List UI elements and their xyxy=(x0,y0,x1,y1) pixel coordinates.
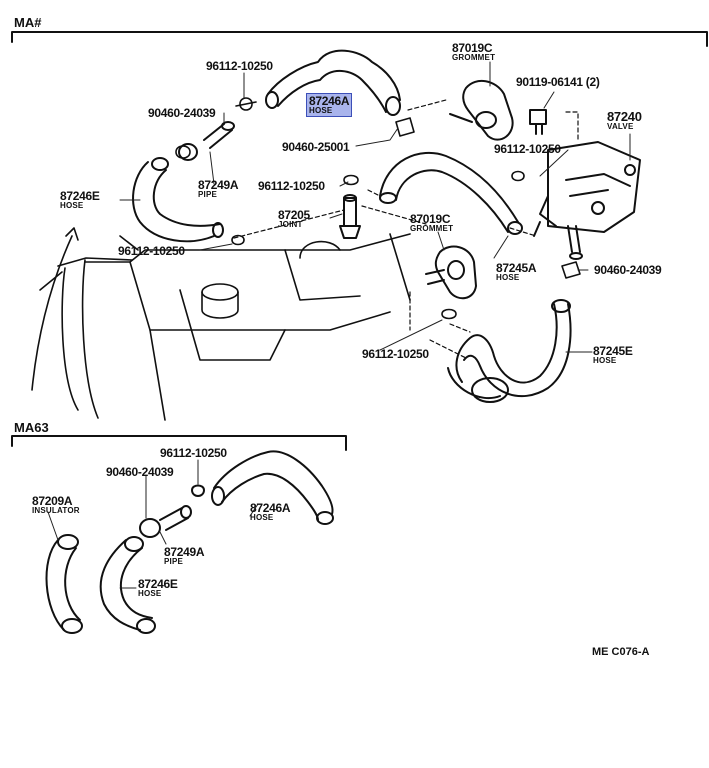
inset-section-frame xyxy=(11,435,347,451)
part-name-label: INSULATOR xyxy=(32,506,80,515)
part-96112-10250-mid[interactable]: 96112-10250 xyxy=(258,179,325,193)
part-90460-24039-inset[interactable]: 90460-24039 xyxy=(106,465,174,479)
part-number-label[interactable]: 96112-10250 xyxy=(206,59,273,73)
part-87246E-top[interactable]: 87246E HOSE xyxy=(60,190,100,210)
part-number-label: 87246A xyxy=(250,501,291,515)
part-name-label: HOSE xyxy=(138,589,162,598)
part-87245E[interactable]: 87245E HOSE xyxy=(593,345,633,365)
hose-87245A xyxy=(379,151,523,235)
section-label-main: MA# xyxy=(14,15,42,30)
grommet-87019C-mid xyxy=(425,245,477,300)
part-87245A[interactable]: 87245A HOSE xyxy=(496,261,537,282)
valve-87240 xyxy=(533,141,641,260)
part-90460-24039-right[interactable]: 90460-24039 xyxy=(594,263,662,277)
part-name-label: PIPE xyxy=(164,557,184,566)
part-96112-10250-inset[interactable]: 96112-10250 xyxy=(160,446,227,460)
part-number-label: 87246E xyxy=(60,189,100,203)
inset-hose-87246E xyxy=(99,536,156,634)
part-90460-25001[interactable]: 90460-25001 xyxy=(282,140,350,154)
part-96112-10250-left[interactable]: 96112-10250 xyxy=(118,244,185,258)
inset-pipe-87249A xyxy=(139,484,205,538)
part-87249A-top[interactable]: 87249A PIPE xyxy=(198,178,239,199)
part-number-label: 87019C xyxy=(452,41,493,55)
section-label-inset: MA63 xyxy=(14,420,49,435)
part-number-label: 87249A xyxy=(164,545,205,559)
part-number-label: 87245A xyxy=(496,261,537,275)
part-87246E-inset[interactable]: 87246E HOSE xyxy=(138,578,178,598)
part-87019C-mid[interactable]: 87019C GROMMET xyxy=(410,213,453,233)
part-number-label: 87205 xyxy=(278,208,310,222)
part-87205[interactable]: 87205 JOINT xyxy=(278,209,310,229)
part-90460-24039-top[interactable]: 90460-24039 xyxy=(148,106,216,120)
pipe-87249A-top xyxy=(178,121,235,161)
part-87246A-highlighted[interactable]: 87246A HOSE xyxy=(306,93,353,117)
part-name-label: PIPE xyxy=(198,190,218,199)
part-number-label: 87249A xyxy=(198,178,239,192)
inset-hose-87246A xyxy=(211,450,334,525)
main-section-frame xyxy=(11,31,708,47)
grommet-87019C-top xyxy=(449,79,514,141)
part-name-label: HOSE xyxy=(309,106,333,115)
part-87240[interactable]: 87240 VALVE xyxy=(607,110,642,131)
inset-insulator-87209A xyxy=(45,534,83,634)
part-number-label: 87019C xyxy=(410,212,451,226)
part-name-label: HOSE xyxy=(250,513,274,522)
hose-87245E xyxy=(447,299,572,403)
dashed-connectors xyxy=(233,99,579,359)
part-name-label: HOSE xyxy=(496,273,520,282)
hose-87246E-top xyxy=(132,157,224,243)
part-name-label: GROMMET xyxy=(410,224,454,233)
part-87246A-inset[interactable]: 87246A HOSE xyxy=(250,501,291,522)
clamps xyxy=(175,97,581,320)
part-90119-06141[interactable]: 90119-06141 (2) xyxy=(516,75,600,89)
part-number-label: 87209A xyxy=(32,494,73,508)
part-number-label: 87240 xyxy=(607,109,642,124)
part-number-label: 87246E xyxy=(138,577,178,591)
part-96112-10250-low[interactable]: 96112-10250 xyxy=(362,347,429,361)
part-name-label: JOINT xyxy=(278,220,303,229)
part-87249A-inset[interactable]: 87249A PIPE xyxy=(164,545,205,566)
part-87209A[interactable]: 87209A INSULATOR xyxy=(32,495,80,515)
diagram-code: ME C076-A xyxy=(592,646,650,658)
hose-87246A-top xyxy=(265,49,401,116)
leader-lines xyxy=(47,61,631,589)
part-number-label: 87245E xyxy=(593,344,633,358)
part-name-label: GROMMET xyxy=(452,53,496,62)
part-96112-10250-right[interactable]: 96112-10250 xyxy=(494,142,561,156)
arrow-indicator xyxy=(31,235,73,391)
engine-block xyxy=(39,233,411,421)
part-number-label: 87246A xyxy=(309,94,350,108)
bolt-90119 xyxy=(529,109,547,135)
part-name-label: HOSE xyxy=(60,201,84,210)
joint-87205 xyxy=(339,194,361,239)
part-87019C-top[interactable]: 87019C GROMMET xyxy=(452,42,495,62)
part-name-label: VALVE xyxy=(607,122,634,131)
part-name-label: HOSE xyxy=(593,356,617,365)
